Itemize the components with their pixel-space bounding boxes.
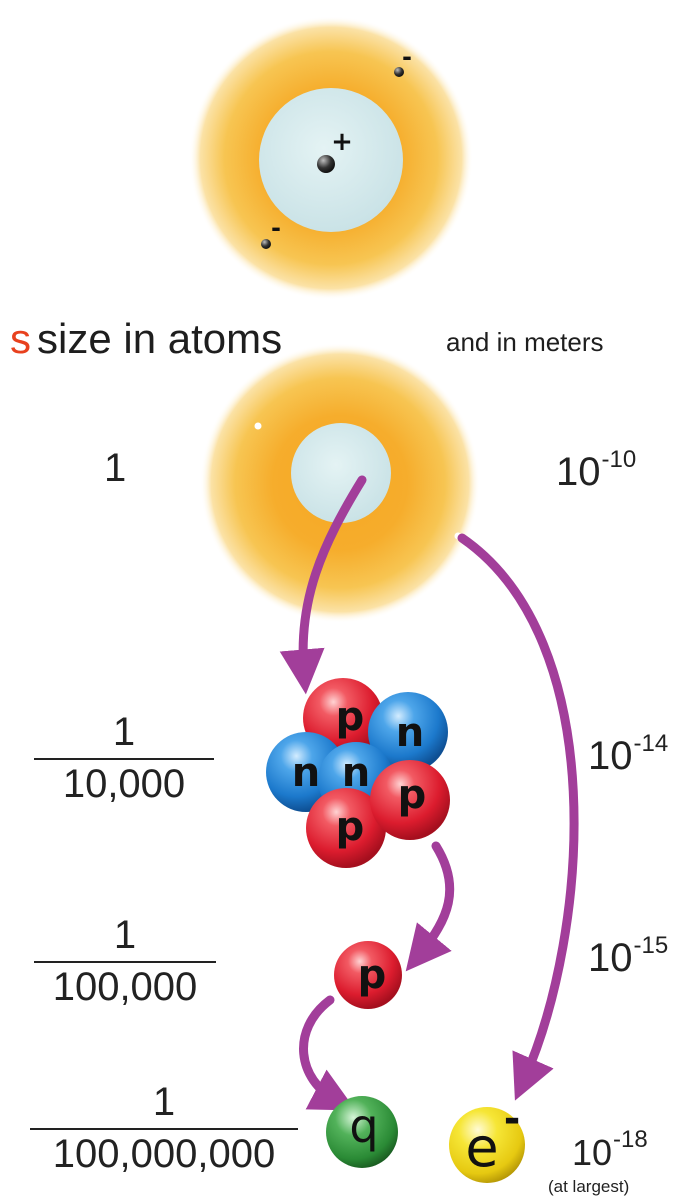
single-proton: p — [334, 941, 402, 1009]
top-nucleus-dot — [317, 155, 335, 173]
arrow-nucleus-to-proton — [405, 841, 455, 972]
nucleus-proton-2 — [306, 788, 386, 868]
top-electron-1 — [394, 67, 404, 77]
top-electron-1-charge: - — [402, 43, 412, 71]
quark-scale-denominator: 100,000,000 — [52, 1132, 276, 1176]
electron-label: e — [465, 1116, 498, 1179]
electron-sphere — [449, 1107, 525, 1183]
quark: q — [326, 1096, 398, 1168]
electron: e - — [449, 1096, 525, 1183]
proton-scale-bar — [34, 961, 216, 963]
nucleus-scale-denominator: 10,000 — [62, 762, 186, 806]
top-nucleus-charge: + — [331, 127, 353, 157]
proton-meters-exponent: -15 — [633, 932, 669, 959]
quark-scale-bar — [30, 1128, 298, 1130]
atom-meters: 10-10 — [556, 448, 636, 494]
top-atom: + - - — [189, 16, 473, 300]
proton-scale-fraction: 1 100,000 — [34, 915, 216, 1007]
nucleus-label-1: p — [336, 694, 365, 740]
scaled-electron-1 — [254, 422, 262, 430]
nucleus-label-6: p — [336, 804, 365, 850]
nucleus-label-4: n — [342, 750, 370, 796]
heading-lead-glyph: s — [10, 315, 31, 362]
quark-scale-numerator: 1 — [152, 1080, 176, 1124]
arrow-electron-to-e — [457, 533, 579, 1101]
nucleus-scale-numerator: 1 — [112, 710, 136, 754]
nucleus-cluster: p n n n p p — [266, 678, 450, 868]
scaled-atom — [200, 343, 480, 623]
nucleus-label-3: n — [292, 750, 320, 796]
quark-meters-exponent: -18 — [613, 1126, 648, 1153]
arrow-proton-to-quark — [299, 995, 356, 1111]
top-electron-2-charge: - — [271, 214, 281, 242]
quark-label: q — [349, 1099, 378, 1153]
quark-scale-fraction: 1 100,000,000 — [30, 1082, 298, 1174]
atom-meters-exponent: -10 — [601, 446, 637, 473]
nucleus-meters-exponent: -14 — [633, 730, 669, 757]
quark-meters-base: 10 — [572, 1132, 613, 1173]
arrow-atom-to-nucleus — [279, 475, 367, 695]
atom-scale-value: 1 — [104, 446, 127, 490]
nucleus-meters: 10-14 — [588, 732, 668, 778]
and-in-meters-heading: and in meters — [446, 327, 604, 357]
proton-sphere — [334, 941, 402, 1009]
nucleus-neutron-1 — [368, 692, 448, 772]
nucleus-proton-3 — [370, 760, 450, 840]
scaled-atom-core — [291, 423, 391, 523]
scale-arrows — [279, 475, 579, 1111]
nucleus-label-2: n — [396, 710, 424, 756]
proton-scale-numerator: 1 — [113, 913, 137, 957]
at-largest-note: (at largest) — [548, 1177, 630, 1196]
quark-sphere — [326, 1096, 398, 1168]
proton-label: p — [358, 952, 387, 998]
nucleus-scale-fraction: 1 10,000 — [34, 712, 214, 804]
proton-scale-denominator: 100,000 — [52, 965, 198, 1009]
electron-charge: - — [504, 1096, 521, 1142]
proton-meters: 10-15 — [588, 934, 668, 980]
nucleus-label-5: p — [398, 772, 427, 818]
atom-meters-base: 10 — [556, 450, 601, 494]
size-in-atoms-label: size in atoms — [37, 315, 283, 362]
proton-meters-base: 10 — [588, 936, 633, 980]
nucleus-meters-base: 10 — [588, 734, 633, 778]
top-electron-2 — [261, 239, 271, 249]
nucleus-scale-bar — [34, 758, 214, 760]
quark-meters: 10-18 — [572, 1128, 648, 1173]
